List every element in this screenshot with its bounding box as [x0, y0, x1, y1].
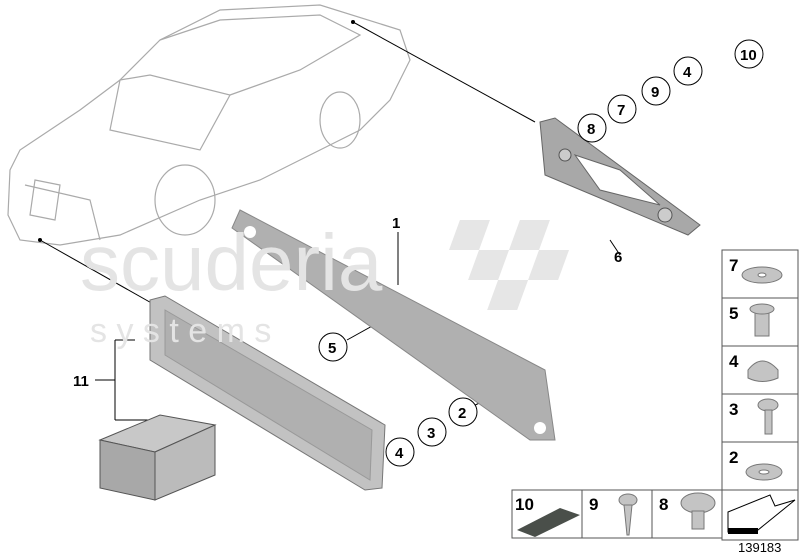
callout-10: 10	[734, 39, 764, 69]
legend-num-2: 2	[729, 448, 738, 467]
diagram-id: 139183	[738, 540, 782, 555]
car-outline	[7, 4, 411, 246]
svg-text:3: 3	[427, 425, 435, 442]
legend-num-10: 10	[515, 495, 534, 514]
callout-5: 5	[318, 332, 348, 362]
callout-1: 1	[392, 215, 400, 232]
legend-right	[721, 249, 799, 541]
expanding-rivet-icon	[680, 492, 716, 514]
license-plate-base	[231, 209, 556, 441]
legend-num-4: 4	[729, 352, 739, 371]
rivet-nut-icon	[754, 311, 770, 337]
callout-4: 4	[385, 437, 415, 467]
svg-text:10: 10	[740, 47, 757, 64]
svg-text:9: 9	[651, 84, 659, 101]
legend-num-5: 5	[729, 304, 738, 323]
legend-num-9: 9	[589, 495, 598, 514]
legend-num-3: 3	[729, 400, 738, 419]
checker-flag-watermark	[449, 220, 570, 310]
svg-text:4: 4	[395, 445, 404, 462]
screw-icon	[757, 398, 779, 412]
callout-11: 11	[73, 373, 89, 390]
svg-text:5: 5	[328, 340, 336, 357]
callout-9: 9	[641, 76, 671, 106]
parts-box	[98, 414, 217, 501]
rear-plate-holder	[539, 117, 701, 236]
cap-icon	[747, 360, 779, 382]
callout-3: 3	[417, 417, 447, 447]
svg-text:2: 2	[458, 405, 466, 422]
callout-2: 2	[448, 397, 478, 427]
svg-text:4: 4	[683, 64, 692, 81]
pad-icon	[517, 508, 580, 537]
svg-text:8: 8	[587, 121, 595, 138]
direction-arrow-icon	[727, 494, 796, 534]
watermark-text: scuderia	[80, 218, 383, 307]
svg-text:7: 7	[617, 102, 625, 119]
legend-bottom	[511, 489, 723, 539]
callout-8: 8	[577, 113, 607, 143]
callout-7: 7	[607, 94, 637, 124]
leader-lines	[39, 21, 621, 421]
callout-4b: 4	[673, 56, 703, 86]
callouts: 1 5 2 3 4 6 8 7 9 4 10 11	[73, 39, 764, 467]
legend-num-8: 8	[659, 495, 668, 514]
watermark-subtext: s y s t e m s	[90, 312, 271, 350]
front-plate-holder	[149, 295, 386, 491]
legend-num-7: 7	[729, 256, 738, 275]
callout-6: 6	[614, 249, 622, 266]
tapping-screw-icon	[618, 493, 638, 507]
